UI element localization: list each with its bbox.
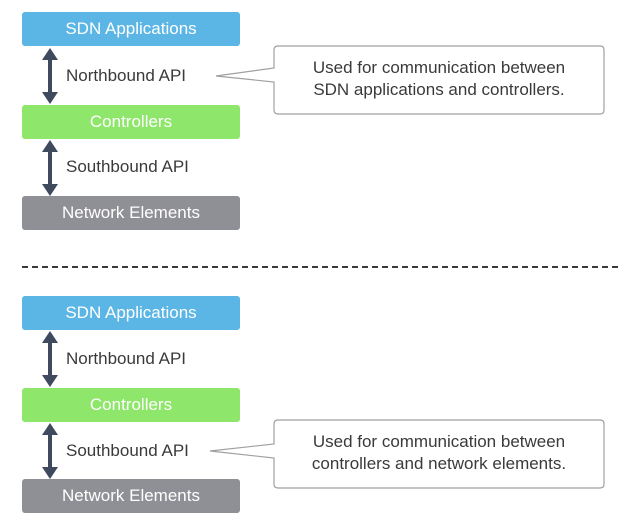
southbound-api-label: Southbound API [66,441,189,460]
northbound-arrow-icon [42,331,58,387]
dashed-divider [22,266,618,268]
northbound-callout-line2: SDN applications and controllers. [313,80,565,99]
sdn-applications-box: SDN Applications [22,296,240,330]
southbound-callout-text: Used for communication between controlle… [282,431,596,475]
controllers-label: Controllers [89,395,173,414]
southbound-callout-line1: Used for communication between [312,432,566,451]
network-elements-label: Network Elements [62,203,200,222]
northbound-api-label: Northbound API [66,66,187,85]
northbound-callout-line1: Used for communication between [312,58,566,77]
sdn-applications-box: SDN Applications [22,12,240,46]
sdn-applications-label: SDN Applications [65,19,197,38]
southbound-api-label: Southbound API [66,157,189,176]
northbound-callout-text: Used for communication between SDN appli… [282,57,596,101]
controllers-label: Controllers [89,112,173,131]
northbound-arrow-icon [42,48,58,104]
southbound-arrow-icon [42,423,58,479]
northbound-api-label: Northbound API [66,349,187,368]
controllers-box: Controllers [22,105,240,139]
network-elements-box: Network Elements [22,479,240,513]
sdn-applications-label: SDN Applications [65,303,197,322]
southbound-arrow-icon [42,140,58,196]
southbound-callout-line2: controllers and network elements. [311,454,567,473]
controllers-box: Controllers [22,388,240,422]
network-elements-box: Network Elements [22,196,240,230]
network-elements-label: Network Elements [62,486,200,505]
